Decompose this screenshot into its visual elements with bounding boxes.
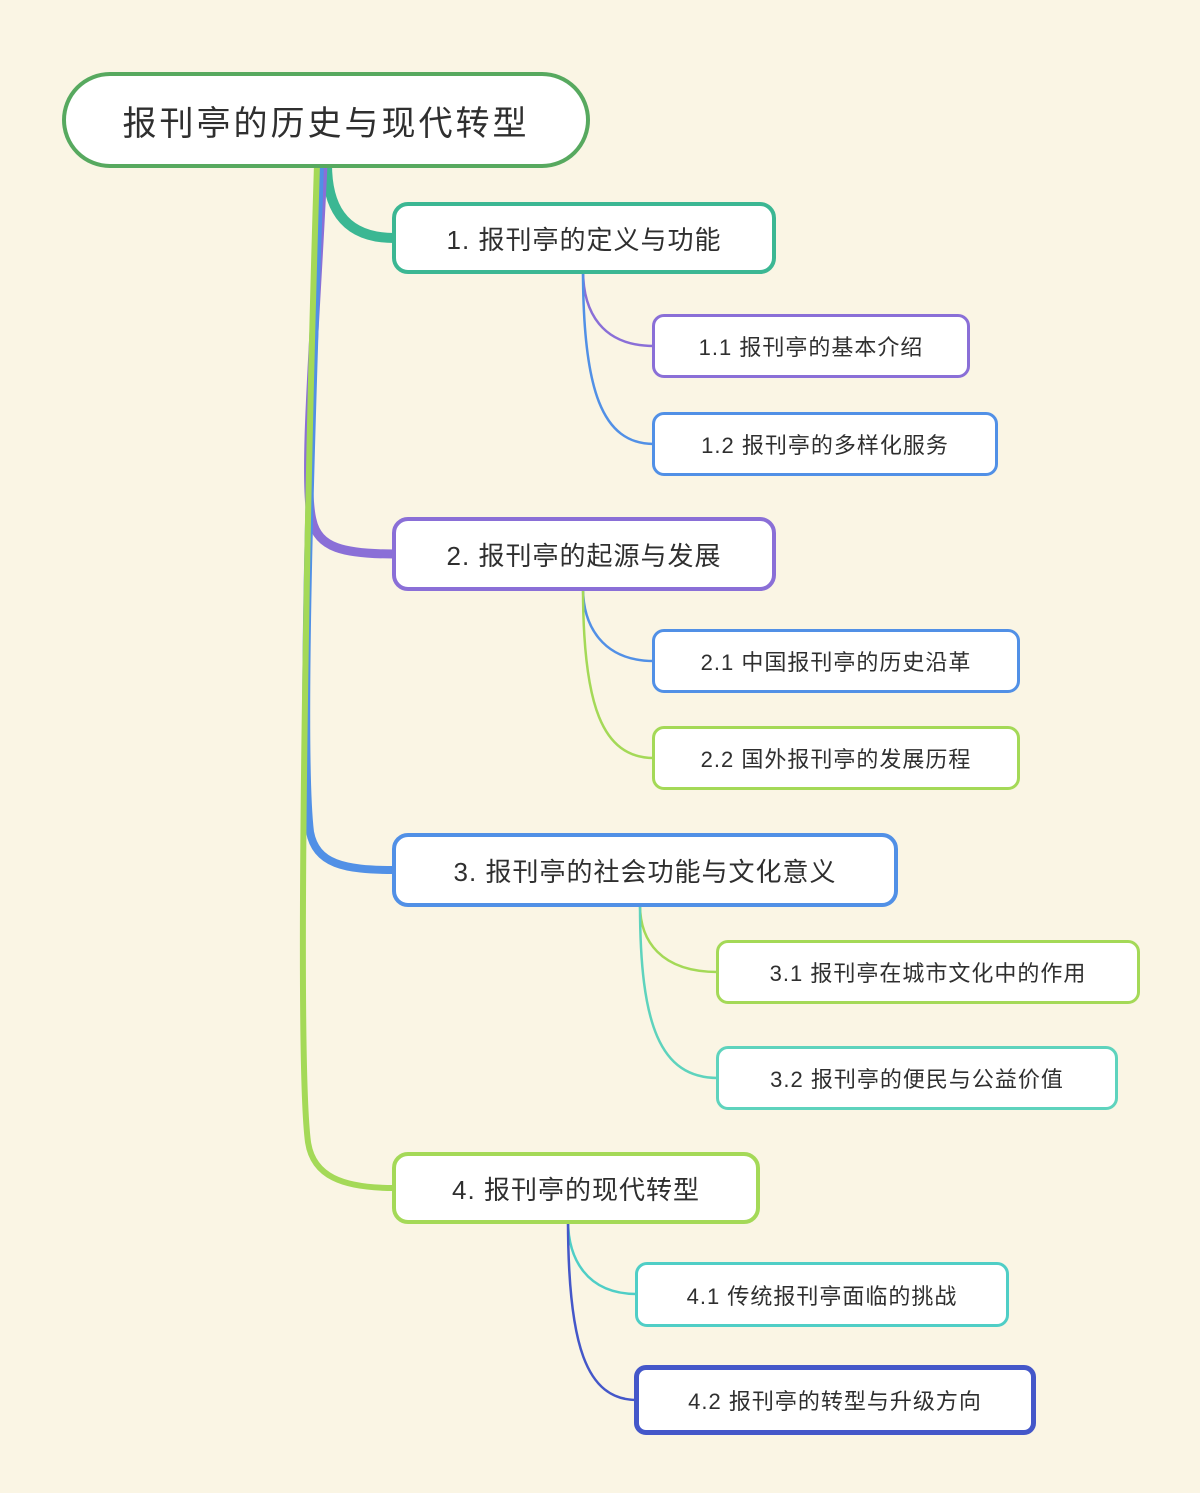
subtopic-node-2-1[interactable]: 2.1 中国报刊亭的历史沿革 (652, 629, 1020, 693)
subtopic-node-4-2-label: 4.2 报刊亭的转型与升级方向 (688, 1389, 982, 1414)
subtopic-node-2-2-label: 2.2 国外报刊亭的发展历程 (700, 747, 972, 772)
branch-node-1-label: 1. 报刊亭的定义与功能 (446, 224, 722, 255)
connector-branch3-to-3-2 (638, 904, 719, 1080)
subtopic-node-4-1-label: 4.1 传统报刊亭面临的挑战 (686, 1283, 958, 1309)
subtopic-node-4-2[interactable]: 4.2 报刊亭的转型与升级方向 (634, 1365, 1036, 1435)
subtopic-node-3-2-label: 3.2 报刊亭的便民与公益价值 (770, 1067, 1064, 1092)
subtopic-node-3-1-label: 3.1 报刊亭在城市文化中的作用 (769, 961, 1087, 986)
connector-branch1-to-1-1 (581, 269, 655, 348)
branch-node-4-label: 4. 报刊亭的现代转型 (452, 1174, 700, 1205)
root-node-label: 报刊亭的历史与现代转型 (122, 104, 530, 143)
subtopic-node-3-2[interactable]: 3.2 报刊亭的便民与公益价值 (716, 1046, 1118, 1110)
subtopic-node-1-2[interactable]: 1.2 报刊亭的多样化服务 (652, 412, 998, 476)
branch-node-1[interactable]: 1. 报刊亭的定义与功能 (392, 202, 776, 274)
connector-branch1-to-1-2 (581, 269, 655, 446)
branch-node-2[interactable]: 2. 报刊亭的起源与发展 (392, 517, 776, 591)
connector-branch2-to-2-1 (581, 587, 655, 663)
branch-node-3[interactable]: 3. 报刊亭的社会功能与文化意义 (392, 833, 898, 907)
subtopic-node-1-1-label: 1.1 报刊亭的基本介绍 (698, 335, 924, 360)
connector-root-to-branch-4 (299, 161, 397, 1191)
subtopic-node-1-1[interactable]: 1.1 报刊亭的基本介绍 (652, 314, 970, 378)
subtopic-node-2-2[interactable]: 2.2 国外报刊亭的发展历程 (652, 726, 1020, 790)
branch-node-3-label: 3. 报刊亭的社会功能与文化意义 (453, 856, 837, 887)
connector-branch3-to-3-1 (638, 904, 719, 974)
subtopic-node-4-1[interactable]: 4.1 传统报刊亭面临的挑战 (635, 1262, 1009, 1327)
root-node[interactable]: 报刊亭的历史与现代转型 (62, 72, 590, 168)
branch-node-4[interactable]: 4. 报刊亭的现代转型 (392, 1152, 760, 1224)
connector-branch2-to-2-2 (581, 587, 655, 760)
connector-branch4-to-4-1 (566, 1219, 638, 1296)
connector-branch4-to-4-2 (566, 1219, 638, 1402)
branch-node-2-label: 2. 报刊亭的起源与发展 (446, 540, 722, 571)
subtopic-node-1-2-label: 1.2 报刊亭的多样化服务 (701, 433, 949, 458)
subtopic-node-2-1-label: 2.1 中国报刊亭的历史沿革 (700, 650, 972, 675)
connector-root-to-branch-1 (322, 159, 399, 243)
connector-root-to-branch-3 (302, 160, 398, 874)
subtopic-node-3-1[interactable]: 3.1 报刊亭在城市文化中的作用 (716, 940, 1140, 1004)
